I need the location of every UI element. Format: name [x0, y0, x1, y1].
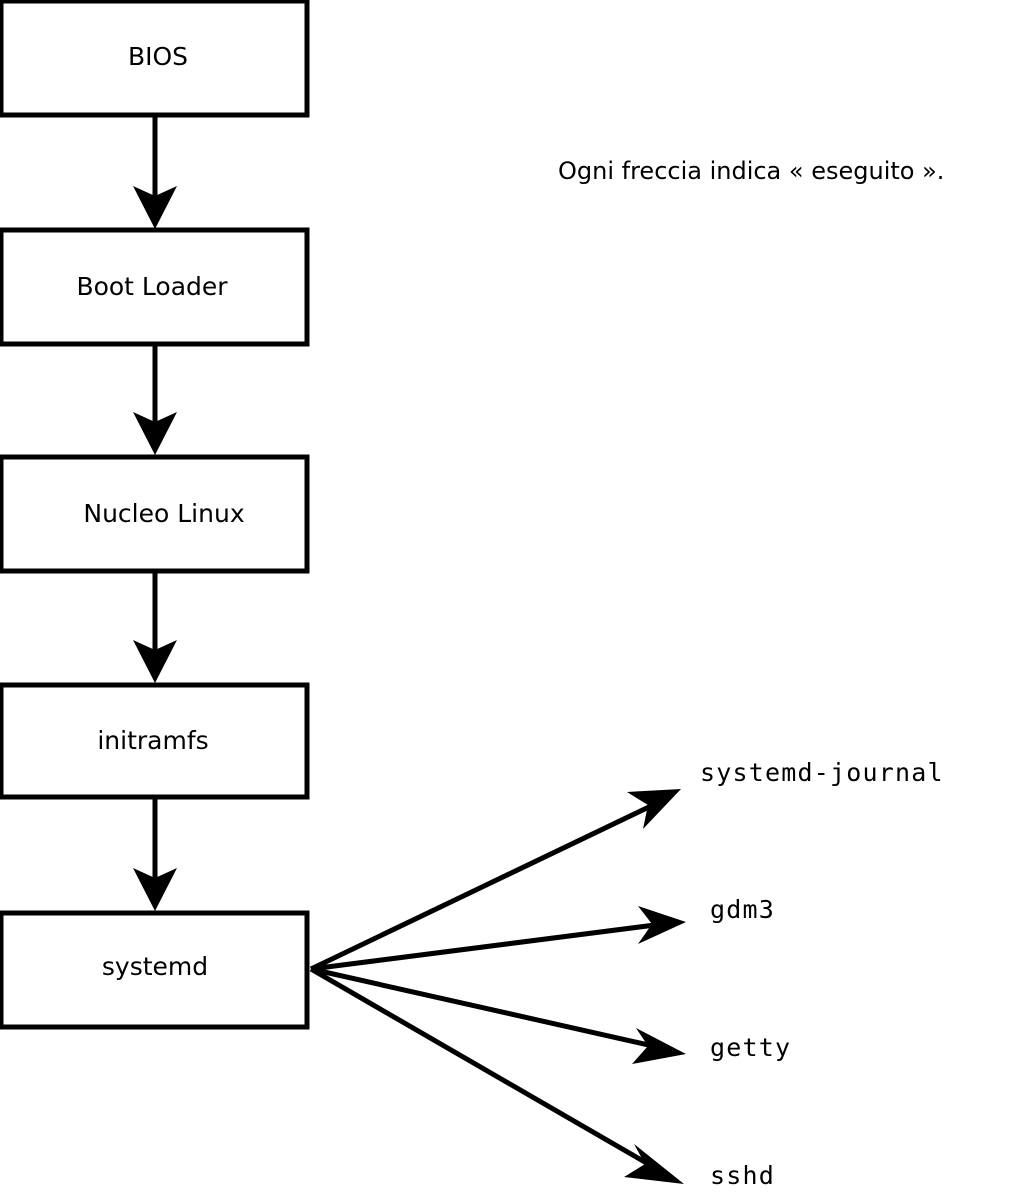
node-bios-label: BIOS [128, 42, 188, 71]
node-bootloader-label: Boot Loader [76, 272, 228, 301]
arrow-bios-to-bootloader [133, 116, 177, 229]
service-label-sshd: sshd [710, 1161, 775, 1190]
arrow-systemd-to-sshd [309, 966, 684, 1184]
node-bios[interactable]: BIOS [0, 0, 310, 118]
node-bootloader[interactable]: Boot Loader [0, 227, 310, 347]
arrow-kernel-to-initramfs [133, 572, 177, 683]
node-kernel[interactable]: Nucleo Linux [0, 454, 310, 574]
node-systemd[interactable]: systemd [0, 910, 310, 1030]
service-labels: systemd-journal gdm3 getty sshd [700, 758, 944, 1190]
node-initramfs[interactable]: initramfs [0, 682, 310, 800]
arrow-systemd-to-getty [310, 966, 686, 1064]
service-label-gdm3: gdm3 [710, 895, 775, 924]
node-systemd-label: systemd [102, 952, 208, 981]
arrow-systemd-to-systemd-journal [309, 789, 681, 972]
arrow-systemd-to-gdm3 [310, 906, 686, 972]
arrow-bootloader-to-kernel [133, 344, 177, 455]
boot-chain-arrows [133, 116, 177, 911]
service-fanout-arrows [309, 789, 686, 1184]
node-initramfs-label: initramfs [97, 726, 208, 755]
service-label-getty: getty [710, 1033, 791, 1062]
legend-caption: Ogni freccia indica « eseguito ». [558, 157, 944, 185]
service-label-systemd-journal: systemd-journal [700, 758, 944, 787]
node-kernel-label: Nucleo Linux [83, 499, 244, 528]
arrow-initramfs-to-systemd [133, 797, 177, 911]
